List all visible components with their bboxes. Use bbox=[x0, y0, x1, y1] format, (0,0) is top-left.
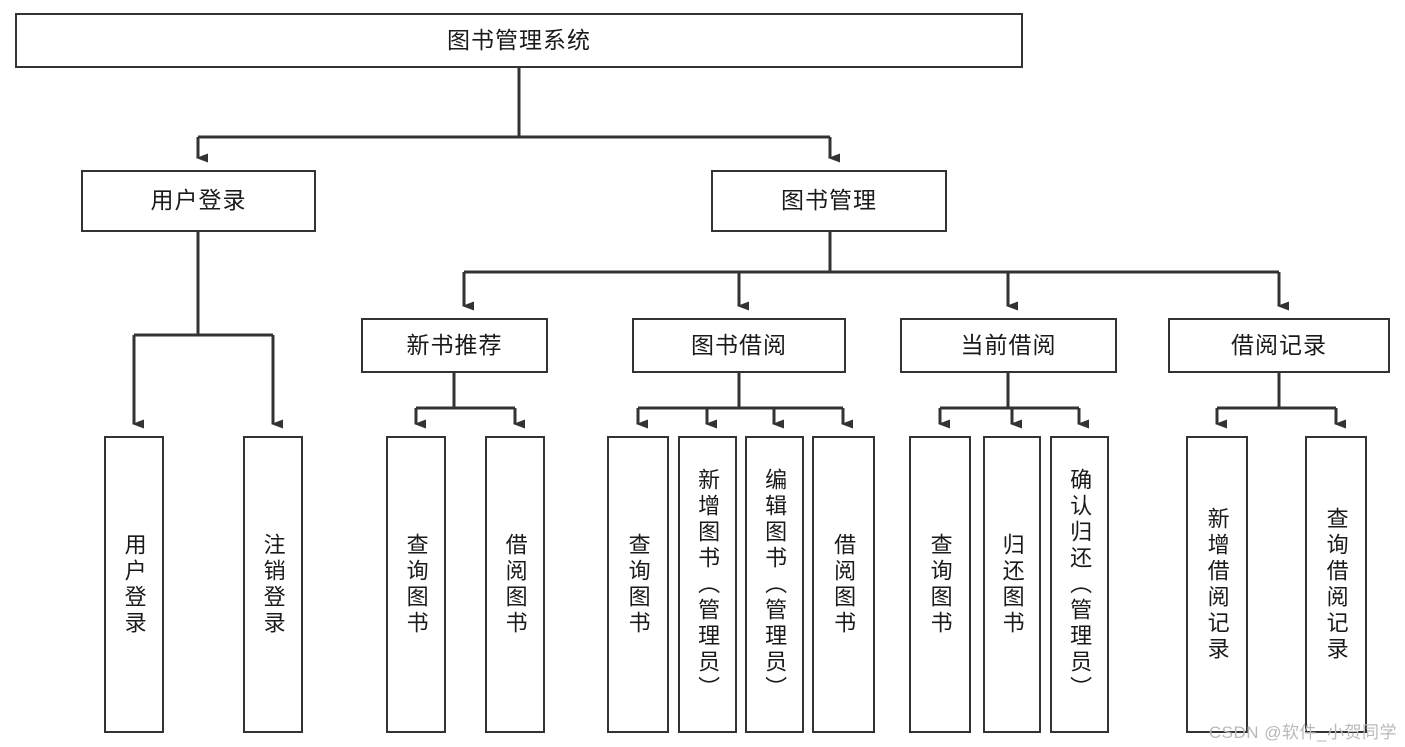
node-book-management[interactable]: 图书管理 bbox=[711, 170, 947, 232]
leaf-edit-book-admin[interactable]: 编辑图书（管理员） bbox=[745, 436, 804, 733]
node-current-borrow[interactable]: 当前借阅 bbox=[900, 318, 1117, 373]
node-new-book-recommend[interactable]: 新书推荐 bbox=[361, 318, 548, 373]
node-root[interactable]: 图书管理系统 bbox=[15, 13, 1023, 68]
edge-borrow-to-leaves bbox=[636, 373, 853, 429]
leaf-confirm-return-admin[interactable]: 确认归还（管理员） bbox=[1050, 436, 1109, 733]
edge-userlogin-to-leaves bbox=[132, 232, 283, 429]
leaf-user-login[interactable]: 用户登录 bbox=[104, 436, 164, 733]
node-borrow-records[interactable]: 借阅记录 bbox=[1168, 318, 1390, 373]
node-book-borrow[interactable]: 图书借阅 bbox=[632, 318, 846, 373]
leaf-query-borrow-record[interactable]: 查询借阅记录 bbox=[1305, 436, 1367, 733]
edge-booksmgmt-to-level3 bbox=[462, 232, 1289, 311]
leaf-return-book[interactable]: 归还图书 bbox=[983, 436, 1041, 733]
node-user-login[interactable]: 用户登录 bbox=[81, 170, 316, 232]
edge-root-to-level2 bbox=[196, 68, 840, 163]
watermark-text: CSDN @软件_小贺同学 bbox=[1208, 723, 1397, 742]
leaf-logout[interactable]: 注销登录 bbox=[243, 436, 303, 733]
leaf-borrow-books-newbook[interactable]: 借阅图书 bbox=[485, 436, 545, 733]
leaf-add-borrow-record[interactable]: 新增借阅记录 bbox=[1186, 436, 1248, 733]
leaf-add-book-admin[interactable]: 新增图书（管理员） bbox=[678, 436, 737, 733]
leaf-borrow-book[interactable]: 借阅图书 bbox=[812, 436, 875, 733]
leaf-query-books-newbook[interactable]: 查询图书 bbox=[386, 436, 446, 733]
leaf-query-books-borrow[interactable]: 查询图书 bbox=[607, 436, 669, 733]
leaf-query-books-current[interactable]: 查询图书 bbox=[909, 436, 971, 733]
edge-records-to-leaves bbox=[1215, 373, 1346, 429]
edge-current-to-leaves bbox=[938, 373, 1089, 429]
edge-newbooks-to-leaves bbox=[414, 373, 525, 429]
